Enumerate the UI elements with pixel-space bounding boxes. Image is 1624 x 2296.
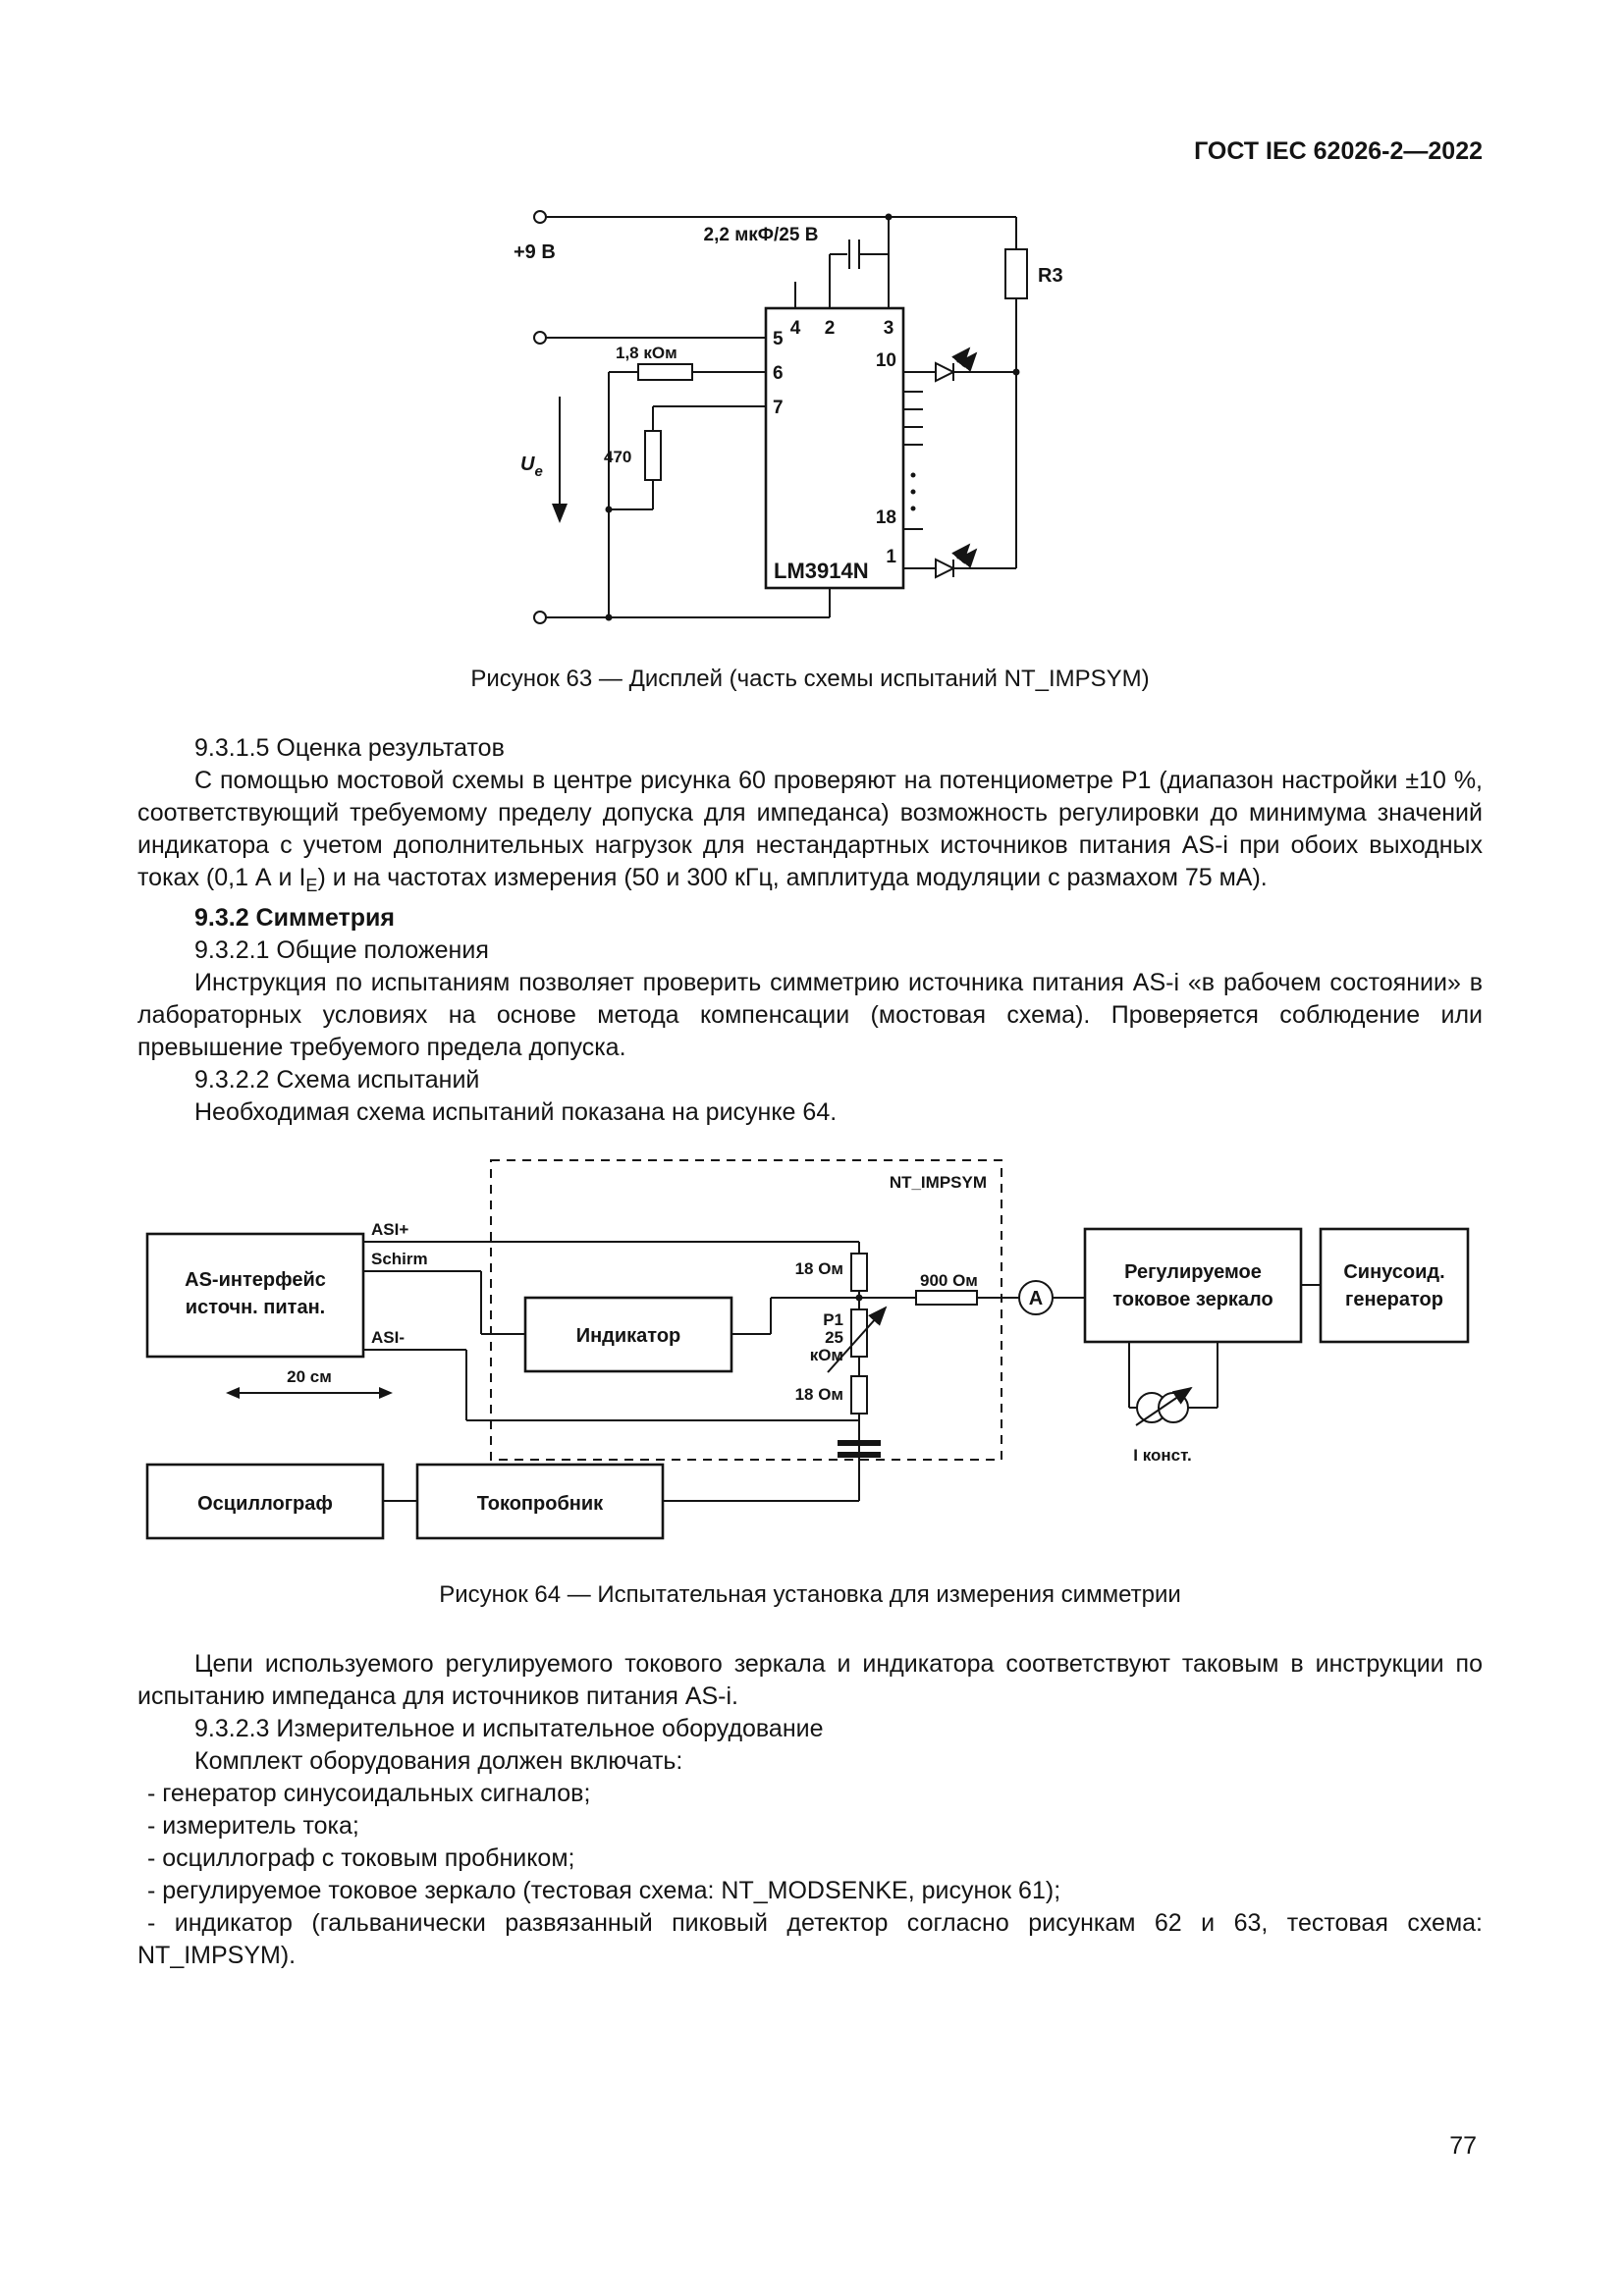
resistor-18ohm-top	[850, 1253, 868, 1292]
figure-64-caption: Рисунок 64 — Испытательная установка для…	[439, 1581, 1181, 1608]
label-p1-25: 25	[825, 1328, 843, 1347]
pin-2: 2	[825, 318, 836, 339]
label-ue: Uе	[520, 454, 543, 480]
figure-63-caption: Рисунок 63 — Дисплей (часть схемы испыта…	[470, 666, 1150, 692]
pin-4: 4	[790, 318, 801, 339]
label-ic: LM3914N	[774, 559, 869, 583]
label-900ohm: 900 Ом	[920, 1271, 978, 1290]
doc-title: ГОСТ IEC 62026-2—2022	[1194, 137, 1483, 165]
nt-impsym-dashed-boundary	[490, 1159, 1002, 1461]
lm3914-circuit-diagram: +9 В 2,2 мкФ/25 В R3 1,8 кОм 470 LM3914N…	[514, 210, 1063, 624]
para-9-3-1-5: С помощью мостовой схемы в центре рисунк…	[137, 765, 1483, 902]
ammeter-symbol	[1018, 1280, 1054, 1315]
label-indicator: Индикатор	[576, 1325, 681, 1347]
label-mirror-2: токовое зеркало	[1112, 1289, 1272, 1310]
list-item-current-meter: - измеритель тока;	[147, 1812, 359, 1840]
label-ammeter: A	[1029, 1288, 1043, 1309]
list-item-indicator: - индикатор (гальванически развязанный п…	[137, 1909, 1483, 1969]
body-text-bottom: Цепи используемого регулируемого токовог…	[137, 1648, 1483, 1972]
list-item-current-mirror: - регулируемое токовое зеркало (тестовая…	[147, 1877, 1061, 1904]
heading-9-3-1-5: 9.3.1.5 Оценка результатов	[194, 734, 505, 762]
terminal-plus9v	[533, 210, 547, 224]
ic-lm3914n	[764, 306, 905, 590]
para-equipment: Комплект оборудования должен включать:	[194, 1747, 683, 1775]
as-interface-box	[145, 1232, 365, 1359]
pin-7: 7	[773, 398, 784, 418]
label-i-const: I конст.	[1133, 1446, 1191, 1465]
doc-header: ГОСТ IEC 62026-2—2022	[137, 137, 1483, 166]
heading-9-3-2: 9.3.2 Симметрия	[194, 904, 396, 932]
label-asi-minus: ASI-	[371, 1328, 405, 1347]
figure-64: ASI+ Schirm ASI- 20 см NT_IMPSYM AS-инте…	[137, 1150, 1483, 1609]
symmetry-test-setup-diagram: ASI+ Schirm ASI- 20 см NT_IMPSYM AS-инте…	[145, 1159, 1470, 1540]
para-9-3-2-1: Инструкция по испытаниям позволяет прове…	[137, 969, 1483, 1061]
label-as-interface-2: источн. питан.	[186, 1297, 325, 1318]
figure-63: +9 В 2,2 мкФ/25 В R3 1,8 кОм 470 LM3914N…	[137, 195, 1483, 693]
label-r3: R3	[1038, 265, 1063, 287]
distance-arrowhead-right	[379, 1387, 393, 1399]
label-plus9v: +9 В	[514, 241, 556, 263]
led-top	[935, 347, 978, 383]
resistor-1k8	[637, 363, 693, 381]
label-as-interface-1: AS-интерфейс	[185, 1269, 326, 1291]
current-source-arrow	[1135, 1386, 1193, 1426]
potentiometer-p1	[850, 1308, 868, 1358]
current-probe-box	[415, 1463, 665, 1540]
probe-clamp-bars	[838, 1440, 881, 1458]
sine-generator-box	[1319, 1227, 1470, 1344]
heading-9-3-2-3: 9.3.2.3 Измерительное и испытательное об…	[194, 1715, 824, 1742]
label-oscilloscope: Осциллограф	[197, 1493, 333, 1515]
terminal-ground	[533, 611, 547, 624]
label-generator-2: генератор	[1345, 1289, 1443, 1310]
label-mirror-1: Регулируемое	[1124, 1261, 1262, 1283]
label-p1-kohm: кОм	[810, 1346, 843, 1364]
fig64-wires	[236, 1241, 1321, 1502]
current-mirror-box	[1083, 1227, 1303, 1344]
label-470: 470	[604, 448, 631, 466]
resistor-900ohm	[915, 1290, 978, 1306]
label-p1: P1	[823, 1310, 843, 1329]
heading-9-3-2-1: 9.3.2.1 Общие положения	[194, 936, 489, 964]
subscript-e: E	[305, 876, 318, 895]
label-18ohm-bottom: 18 Ом	[795, 1385, 843, 1404]
pin-6: 6	[773, 363, 784, 384]
label-schirm: Schirm	[371, 1250, 428, 1268]
pin-5: 5	[773, 329, 784, 349]
label-1k8: 1,8 кОм	[616, 344, 677, 362]
list-item-generator: - генератор синусоидальных сигналов;	[147, 1780, 591, 1807]
indicator-box	[523, 1296, 733, 1373]
label-nt-impsym: NT_IMPSYM	[890, 1173, 987, 1192]
pin-3: 3	[884, 318, 894, 339]
resistor-r3	[1004, 248, 1028, 299]
distance-arrowhead-left	[226, 1387, 240, 1399]
label-current-probe: Токопробник	[477, 1493, 604, 1515]
label-18ohm-top: 18 Ом	[795, 1259, 843, 1278]
label-capacitor: 2,2 мкФ/25 В	[704, 225, 819, 245]
oscilloscope-box	[145, 1463, 385, 1540]
led-bottom	[935, 543, 978, 579]
para-9-3-2-2: Необходимая схема испытаний показана на …	[194, 1098, 838, 1126]
bridge-junction	[855, 1294, 863, 1302]
pin-10: 10	[876, 350, 896, 371]
para-9-3-1-5-a: С помощью мостовой схемы в центре рисунк…	[137, 767, 1483, 891]
list-item-oscilloscope: - осциллограф с токовым пробником;	[147, 1844, 575, 1872]
label-asi-plus: ASI+	[371, 1220, 408, 1239]
body-text-top: 9.3.1.5 Оценка результатов С помощью мос…	[137, 732, 1483, 1129]
para-9-3-1-5-b: ) и на частотах измерения (50 и 300 кГц,…	[317, 864, 1268, 891]
resistor-470	[644, 430, 662, 481]
pin-1: 1	[886, 547, 896, 567]
label-generator-1: Синусоид.	[1343, 1261, 1444, 1283]
pin-18: 18	[876, 507, 896, 528]
terminal-input	[533, 331, 547, 345]
fig63-junctions	[605, 213, 1020, 621]
para-after-figure-64: Цепи используемого регулируемого токовог…	[137, 1650, 1483, 1710]
label-20cm: 20 см	[287, 1367, 332, 1386]
resistor-18ohm-bottom	[850, 1375, 868, 1415]
page-number: 77	[1449, 2132, 1477, 2160]
potentiometer-wiper-arrow	[827, 1306, 888, 1373]
heading-9-3-2-2: 9.3.2.2 Схема испытаний	[194, 1066, 480, 1094]
